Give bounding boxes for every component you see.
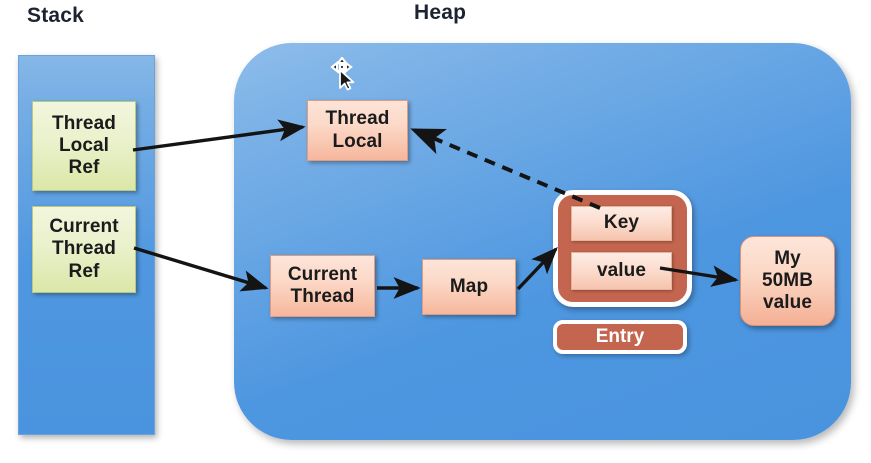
heap-node-label: Map: [449, 275, 489, 297]
stack-cell-current-thread-ref[interactable]: Current Thread Ref: [32, 206, 136, 293]
entry-label: Entry: [595, 326, 645, 347]
heap-node-line-1: Thread: [325, 108, 390, 130]
stack-cell-line-1: Current: [49, 216, 119, 238]
heap-title: Heap: [414, 1, 467, 24]
entry-key-box[interactable]: Key: [571, 206, 672, 241]
heap-node-line-2: Thread: [290, 286, 355, 307]
entry-value-label: value: [596, 259, 647, 281]
stack-cell-line-2: Thread: [52, 238, 116, 260]
move-cursor-icon: [330, 57, 355, 91]
heap-node-line-1: My: [774, 247, 801, 269]
heap-node-current-thread[interactable]: Current Thread: [270, 255, 375, 317]
stack-cell-line-3: Ref: [68, 157, 100, 179]
stack-cell-line-2: Local: [58, 134, 110, 156]
entry-key-label: Key: [603, 212, 640, 234]
heap-node-line-3: value: [762, 292, 813, 314]
heap-node-map[interactable]: Map: [422, 259, 516, 315]
entry-value-box[interactable]: value: [571, 252, 672, 290]
stack-cell-line-3: Ref: [68, 260, 100, 282]
stack-title: Stack: [27, 4, 85, 27]
heap-node-line-2: Local: [332, 130, 383, 152]
entry-label-box[interactable]: Entry: [553, 320, 687, 354]
stack-cell-thread-local-ref[interactable]: Thread Local Ref: [32, 101, 136, 191]
heap-node-thread-local[interactable]: Thread Local: [307, 100, 408, 161]
heap-node-line-1: Current: [287, 263, 358, 285]
heap-node-my-50mb-value[interactable]: My 50MB value: [740, 236, 835, 326]
heap-node-line-2: 50MB: [761, 269, 814, 291]
stack-cell-line-1: Thread: [52, 112, 116, 134]
